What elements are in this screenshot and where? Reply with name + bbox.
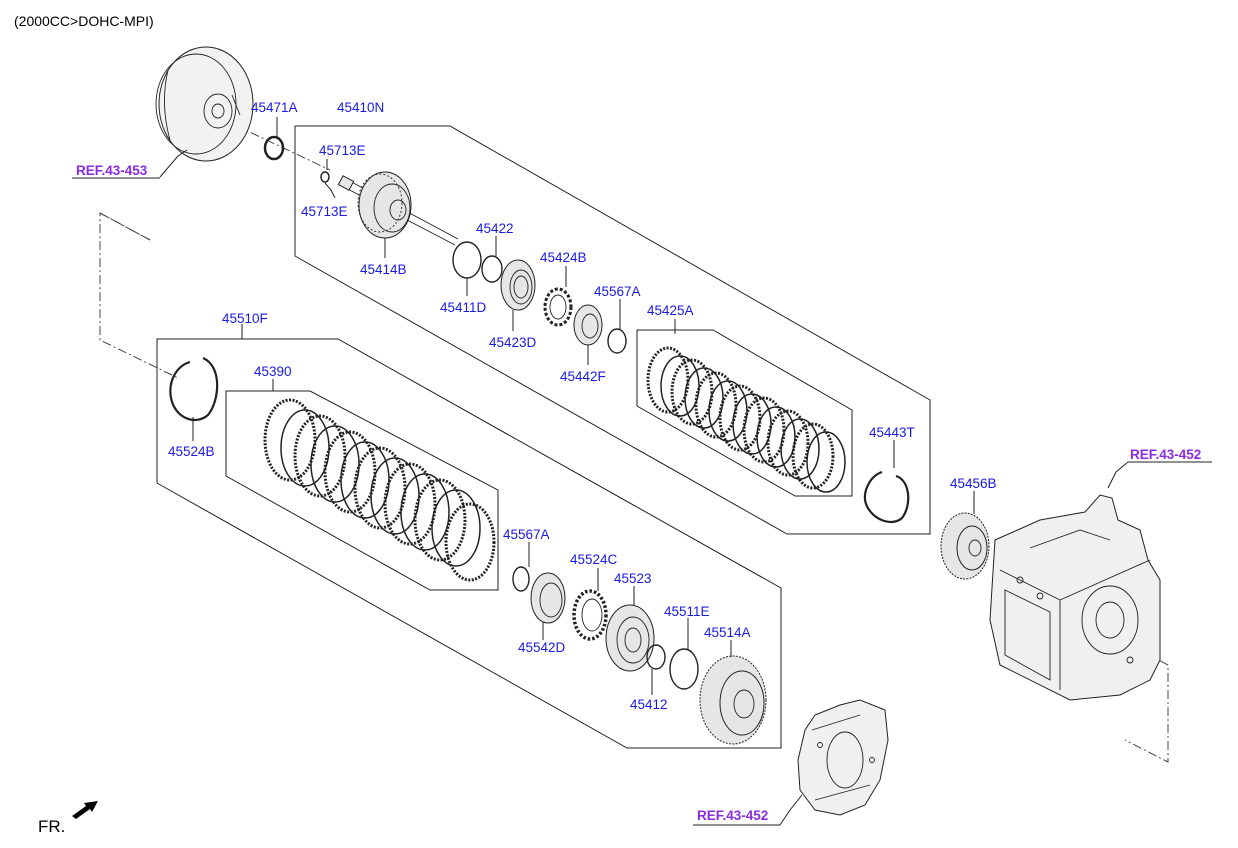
torque-converter-icon: [155, 46, 254, 162]
part-label-45425A[interactable]: 45425A: [647, 303, 694, 318]
part-label-45424B[interactable]: 45424B: [540, 250, 587, 265]
piston-45442F-icon: [573, 304, 603, 346]
part-label-45412[interactable]: 45412: [630, 697, 668, 712]
group-45510F-outline: [156, 338, 782, 749]
ring-45567A-bottom-icon: [512, 566, 530, 592]
part-label-45414B[interactable]: 45414B: [360, 262, 407, 277]
part-label-45443T[interactable]: 45443T: [869, 425, 915, 440]
part-label-45713E-bottom[interactable]: 45713E: [301, 204, 348, 219]
input-shaft-45414B-icon: [337, 171, 459, 246]
housing-cover-icon: [797, 699, 889, 816]
plate-45523-icon: [605, 604, 655, 672]
group-45425A-outline: [636, 329, 853, 497]
front-indicator-label: FR.: [38, 817, 65, 836]
part-label-45524C[interactable]: 45524C: [570, 552, 618, 567]
engine-spec-label: (2000CC>DOHC-MPI): [14, 13, 154, 29]
front-arrow-icon: [72, 801, 98, 819]
part-label-45411D[interactable]: 45411D: [440, 300, 487, 315]
leader-lines: [159, 117, 1129, 826]
axis-line-left-path: [99, 212, 179, 379]
ring-45422-icon: [481, 255, 503, 283]
ring-45511E-icon: [669, 648, 699, 690]
gear-45456B-icon: [940, 512, 990, 580]
transmission-case-icon: [989, 494, 1161, 701]
part-label-45567A-bottom[interactable]: 45567A: [503, 527, 550, 542]
part-label-45510F[interactable]: 45510F: [222, 311, 268, 326]
reference-link-right[interactable]: REF.43-452: [1130, 447, 1201, 462]
reference-link-top-left[interactable]: REF.43-453: [76, 163, 148, 178]
group-45410N-outline: [294, 125, 931, 535]
part-label-45514A[interactable]: 45514A: [704, 625, 751, 640]
spring-retainer-45524C-icon: [572, 589, 608, 641]
axis-line-left: [99, 212, 151, 241]
reference-link-bottom[interactable]: REF.43-452: [697, 808, 768, 823]
clutch-pack-45425A-icon: [646, 346, 846, 493]
part-label-45567A-top[interactable]: 45567A: [594, 284, 641, 299]
piston-45542D-icon: [530, 572, 566, 624]
part-label-45542D[interactable]: 45542D: [518, 640, 566, 655]
part-label-45713E-top[interactable]: 45713E: [319, 143, 366, 158]
spring-retainer-45424B-icon: [543, 287, 573, 327]
part-label-45456B[interactable]: 45456B: [950, 476, 997, 491]
drum-45514A-icon: [699, 655, 767, 745]
ring-45411D-icon: [452, 241, 482, 279]
snap-ring-45443T-icon: [863, 470, 910, 523]
oring-45713E-icon: [320, 171, 330, 183]
part-label-45423D[interactable]: 45423D: [489, 335, 537, 350]
ring-45412-icon: [646, 644, 666, 670]
seal-45471A-icon: [263, 135, 285, 161]
part-label-45511E[interactable]: 45511E: [664, 604, 710, 619]
part-label-45523[interactable]: 45523: [614, 571, 652, 586]
part-label-45422[interactable]: 45422: [476, 221, 514, 236]
part-label-45410N[interactable]: 45410N: [337, 100, 384, 115]
clutch-pack-45390-icon: [263, 398, 496, 582]
piston-45423D-icon: [500, 259, 536, 311]
ring-45567A-top-icon: [607, 328, 627, 354]
part-label-45471A[interactable]: 45471A: [251, 100, 298, 115]
snap-ring-45524B-icon: [169, 356, 219, 421]
group-45390-outline: [225, 390, 499, 591]
part-label-45390[interactable]: 45390: [254, 364, 292, 379]
part-label-45524B[interactable]: 45524B: [168, 444, 215, 459]
part-label-45442F[interactable]: 45442F: [560, 369, 606, 384]
